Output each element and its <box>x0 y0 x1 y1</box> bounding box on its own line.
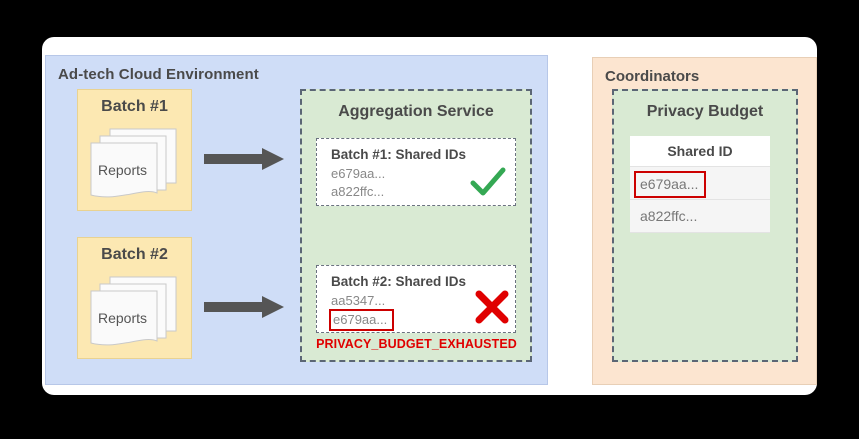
table-row: a822ffc... <box>630 200 770 233</box>
shared-id-table-header: Shared ID <box>630 136 770 167</box>
batch1-shared-id-1: a822ffc... <box>331 184 385 199</box>
batch-2-title: Batch #2 <box>101 246 168 263</box>
batch-box-2: Batch #2 Reports <box>77 237 192 359</box>
shared-id-table: Shared ID e679aa... a822ffc... <box>630 136 770 233</box>
privacy-budget-error-label: PRIVACY_BUDGET_EXHAUSTED <box>316 337 517 351</box>
batch2-shared-id-0: aa5347... <box>331 293 386 308</box>
check-icon <box>468 163 508 203</box>
svg-text:Reports: Reports <box>98 162 147 178</box>
shared-id-value-1: a822ffc... <box>640 208 698 224</box>
panel-coordinators-title: Coordinators <box>605 68 700 85</box>
reports-stack-icon-2: Reports <box>88 273 183 351</box>
panel-aggregation-service-title: Aggregation Service <box>338 103 494 120</box>
batch1-shared-ids-box: Batch #1: Shared IDs e679aa... a822ffc..… <box>316 138 516 206</box>
arrow-batch2-to-aggregation <box>204 296 284 318</box>
shared-id-value-0: e679aa... <box>634 171 707 198</box>
reports-stack-icon-1: Reports <box>88 125 183 203</box>
panel-adtech-title: Ad-tech Cloud Environment <box>58 66 259 83</box>
batch2-shared-id-1-flagged: e679aa... <box>329 309 395 331</box>
cross-icon <box>472 287 512 327</box>
panel-privacy-budget-title: Privacy Budget <box>646 103 764 120</box>
batch1-shared-ids-title: Batch #1: Shared IDs <box>331 147 467 162</box>
batch-box-1: Batch #1 Reports <box>77 89 192 211</box>
arrow-batch1-to-aggregation <box>204 148 284 170</box>
batch1-shared-id-0: e679aa... <box>331 166 386 181</box>
svg-text:Reports: Reports <box>98 310 147 326</box>
batch-1-title: Batch #1 <box>101 98 168 115</box>
table-row: e679aa... <box>630 167 770 200</box>
batch2-shared-ids-title: Batch #2: Shared IDs <box>331 274 467 289</box>
